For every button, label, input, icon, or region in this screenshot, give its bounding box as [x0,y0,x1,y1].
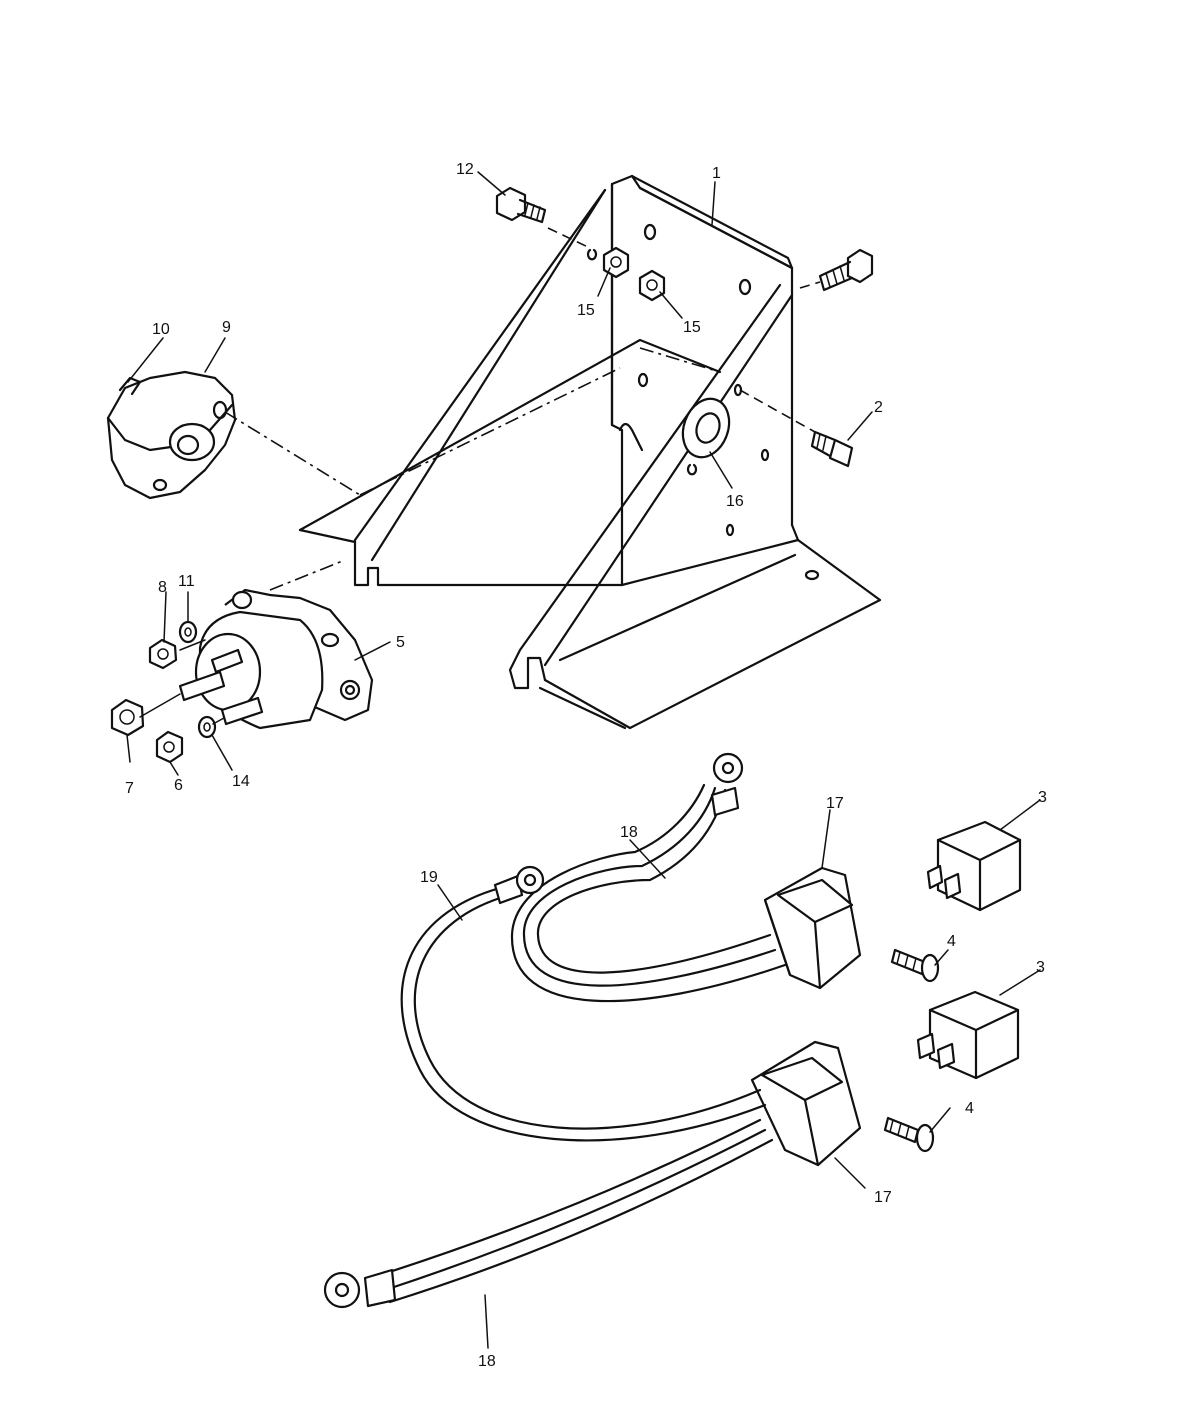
callout-labels: 1 2 3 3 4 4 5 6 7 8 9 10 11 12 14 15 15 … [125,161,1047,1370]
callout-1: 1 [712,165,721,182]
nut-15-right [638,269,666,302]
relay-socket-17-bottom [750,1040,862,1167]
callout-3-bottom: 3 [1036,959,1045,976]
callout-17-bottom: 17 [874,1189,892,1206]
grommet-16 [681,397,731,459]
callout-3-top: 3 [1038,789,1047,806]
callout-14: 14 [232,773,250,790]
callout-18-bottom: 18 [478,1353,496,1370]
relay-3-top [926,820,1022,912]
callout-11: 11 [178,573,195,590]
callout-12: 12 [456,161,474,178]
relay-socket-17-top [763,866,862,990]
callout-5: 5 [396,634,405,651]
wire-18-bottom [323,1118,774,1309]
callout-16: 16 [726,493,744,510]
nut-6 [155,730,184,764]
callout-4-bottom: 4 [965,1100,974,1117]
washer-11 [178,620,198,644]
solenoid-5 [178,588,374,730]
callout-8: 8 [158,579,167,596]
callout-9: 9 [222,319,231,336]
bolt-12 [495,186,547,224]
callout-17-top: 17 [826,795,844,812]
wire-18-top [510,752,787,1003]
switch-9 [106,370,237,500]
leader-lines [126,171,1041,1349]
callout-7: 7 [125,780,134,797]
mounting-bracket [298,174,882,730]
callout-15-left: 15 [577,302,595,319]
callout-4-top: 4 [947,933,956,950]
callout-15-right: 15 [683,319,701,336]
callout-10: 10 [152,321,170,338]
callout-19: 19 [420,869,438,886]
bolt-2 [810,430,854,468]
screw-4-top [890,948,940,983]
nut-8 [148,638,178,670]
callout-18-top: 18 [620,824,638,841]
bolt-top-right [818,248,874,292]
assembly-lines [139,227,821,725]
callout-6: 6 [174,777,183,794]
washer-14 [197,715,217,739]
callout-2: 2 [874,399,883,416]
screw-4-bottom [883,1116,935,1153]
nut-7 [110,698,145,737]
relay-3-bottom [916,990,1020,1080]
wire-19 [400,865,767,1142]
